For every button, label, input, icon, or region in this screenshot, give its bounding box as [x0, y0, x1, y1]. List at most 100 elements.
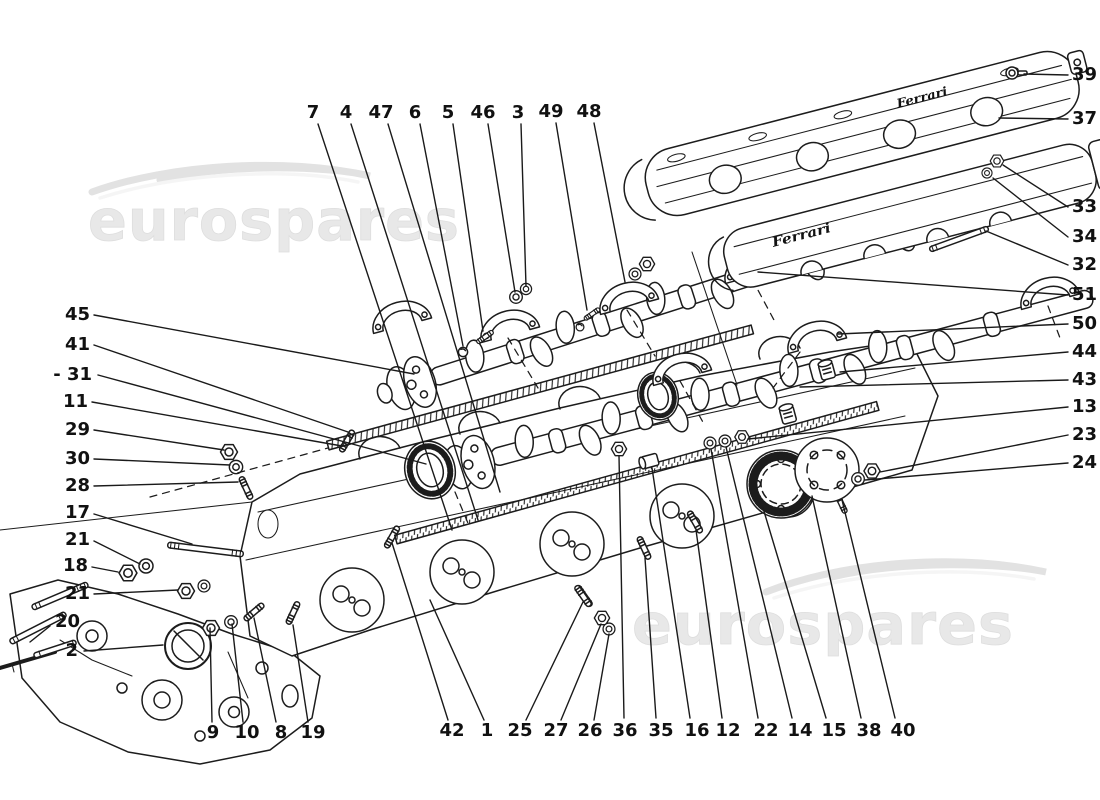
callout-4: 4	[340, 102, 479, 521]
callout-48: 48	[576, 101, 626, 283]
part-number-13: 13	[1072, 396, 1097, 417]
valve-cover-upper: Ferrari	[623, 49, 1088, 221]
part-number-38: 38	[856, 720, 881, 741]
cover-bolt-39	[1005, 66, 1028, 80]
leader-line-48	[593, 122, 626, 283]
leader-line-23	[879, 434, 1069, 473]
part-number-49: 49	[538, 101, 563, 122]
toothed-strip-lower	[393, 400, 880, 545]
ball-6	[457, 346, 469, 358]
callout-17: 17	[65, 502, 193, 545]
callout-3: 3	[512, 102, 527, 287]
callout-27: 27	[543, 623, 602, 741]
valve-cover-lower: Ferrari	[707, 135, 1100, 292]
leader-line-41	[93, 344, 349, 433]
callout-21b: 21	[65, 583, 179, 604]
nut-18	[118, 564, 138, 582]
part-number-17: 17	[65, 502, 90, 523]
callout-13: 13	[747, 396, 1097, 440]
leader-line-30	[93, 458, 231, 466]
leader-line-14	[725, 446, 793, 719]
leader-line-36	[618, 455, 625, 719]
part-number-43: 43	[1072, 369, 1097, 390]
callout-10: 10	[231, 623, 260, 743]
washer-26	[602, 622, 616, 636]
part-number-45: 45	[65, 304, 90, 325]
callout-23: 23	[879, 424, 1097, 473]
callout-29: 29	[65, 419, 225, 451]
washer-49	[628, 267, 642, 281]
callout-19: 19	[292, 624, 326, 743]
callout-24: 24	[864, 452, 1097, 481]
callout-11: 11	[63, 391, 343, 447]
leader-line-16	[651, 467, 691, 719]
callout-33: 33	[1002, 164, 1097, 217]
part-number-11: 11	[63, 391, 88, 412]
part-number-36: 36	[612, 720, 637, 741]
leader-line-42	[391, 542, 449, 721]
leader-line-6	[419, 123, 464, 347]
callout-30: 30	[65, 448, 231, 469]
part-number-20: 20	[55, 611, 80, 632]
leader-line-5	[452, 123, 484, 332]
leader-line-34	[992, 177, 1069, 238]
leader-line-7	[317, 123, 453, 531]
callout-31: - 31	[53, 364, 427, 465]
part-number-27: 27	[543, 720, 568, 741]
washer-24	[851, 472, 865, 486]
nut-48	[638, 256, 656, 272]
part-number-8: 8	[275, 722, 288, 743]
part-number-42: 42	[439, 720, 464, 741]
callout-39: 39	[1023, 64, 1097, 85]
nut-13	[734, 430, 750, 444]
leader-line-46	[487, 123, 516, 293]
leader-line-39	[1023, 73, 1069, 76]
callout-6: 6	[409, 102, 464, 347]
callout-34: 34	[992, 177, 1097, 247]
callout-8: 8	[253, 617, 288, 743]
part-number-51: 51	[1072, 284, 1097, 305]
part-number-2: 2	[65, 640, 78, 661]
leader-line-44	[839, 351, 1069, 373]
part-number-28: 28	[65, 475, 90, 496]
callout-12: 12	[695, 529, 741, 741]
callout-16: 16	[651, 467, 710, 741]
stud-32	[928, 225, 990, 253]
callout-14: 14	[725, 446, 813, 741]
callout-5: 5	[442, 102, 484, 332]
part-number-16: 16	[684, 720, 709, 741]
callout-50: 50	[837, 313, 1097, 335]
gasket-ring-38	[794, 437, 860, 503]
washer-14	[718, 434, 732, 448]
nut-33	[989, 154, 1005, 168]
leader-line-51	[757, 271, 1069, 296]
part-number-48: 48	[576, 101, 601, 122]
watermark-top: eurospares	[88, 161, 460, 254]
leader-line-40	[841, 499, 896, 719]
callout-32: 32	[985, 230, 1097, 275]
sleeve-16	[638, 452, 660, 470]
callout-40: 40	[841, 499, 916, 741]
leader-line-31	[97, 374, 427, 465]
part-number-4: 4	[340, 102, 353, 123]
part-number-24: 24	[1072, 452, 1097, 473]
callout-1: 1	[429, 599, 493, 741]
seal-ring	[164, 622, 212, 670]
callout-7: 7	[307, 102, 453, 531]
part-number-34: 34	[1072, 226, 1097, 247]
nut-21	[176, 582, 196, 600]
callout-26: 26	[577, 633, 610, 741]
callout-20: 20	[29, 611, 80, 643]
leader-line-50	[837, 323, 1069, 335]
watermark-text-top: eurospares	[88, 188, 460, 254]
washer-10	[224, 615, 238, 629]
part-number-15: 15	[821, 720, 846, 741]
leader-line-17	[93, 513, 193, 545]
callout-15: 15	[762, 507, 847, 741]
part-number-39: 39	[1072, 64, 1097, 85]
callout-49: 49	[538, 101, 588, 311]
leader-line-2	[83, 644, 164, 652]
leader-line-47	[387, 123, 501, 493]
leader-line-28	[93, 481, 239, 487]
